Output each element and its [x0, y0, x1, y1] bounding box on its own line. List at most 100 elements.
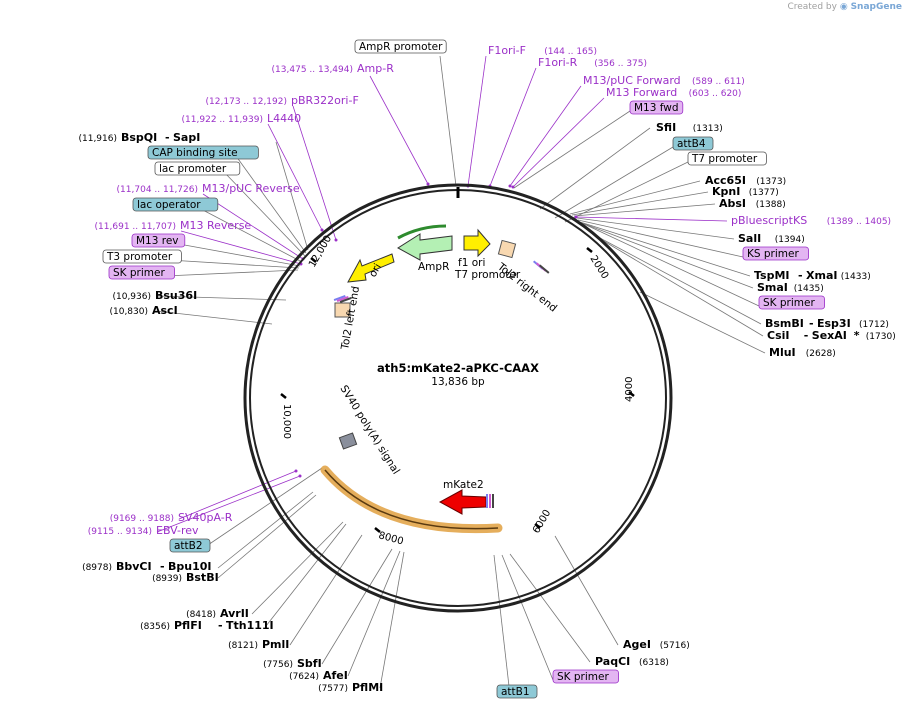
enzyme-name: SmaI	[757, 281, 788, 294]
enzyme-name: AvrII	[220, 607, 249, 620]
primer-name: M13/pUC Reverse	[202, 182, 300, 195]
primer-position: (356 .. 375)	[594, 59, 647, 69]
label-smai: SmaI (1435)	[757, 281, 824, 294]
label-lac-promoter: lac promoter	[154, 161, 241, 176]
enzyme-position: (8939)	[152, 574, 182, 584]
enzyme-name: Bsu36I	[155, 289, 197, 302]
primer-position: (144 .. 165)	[544, 47, 597, 57]
enzyme-separator: -	[165, 131, 170, 144]
leader-line	[379, 551, 405, 689]
label-m13-reverse: (11,691 .. 11,707)M13 Reverse	[95, 219, 252, 232]
label-l4440: (11,922 .. 11,939)L4440	[182, 112, 302, 125]
label-box	[742, 246, 809, 261]
primer-name: F1ori-F	[488, 44, 526, 57]
leader-line	[539, 127, 651, 210]
label-text: attB1	[501, 686, 530, 698]
f1-ori-arrow	[463, 228, 491, 258]
label-text: T3 promoter	[106, 251, 173, 263]
leader-line	[501, 554, 554, 681]
feature-label-ori: ori	[367, 262, 384, 280]
primer-name: SV40pA-R	[178, 511, 233, 524]
enzyme-position: (10,830)	[109, 307, 148, 317]
tick-mark	[310, 257, 317, 263]
tol2-left-box	[334, 302, 351, 318]
leader-line	[601, 239, 764, 337]
label-sk-primer-1: SK primer	[758, 295, 825, 310]
enzyme-name: PflMI	[352, 681, 383, 694]
primer-position: (12,173 .. 12,192)	[206, 97, 287, 107]
label-sfii: SfiI(1313)	[656, 121, 723, 134]
label-bbvci: (8978)BbvCI-Bpu10I	[82, 560, 211, 573]
enzyme-name: BbvCI	[116, 560, 152, 573]
leader-line	[265, 523, 347, 627]
label-text: T7 promoter	[691, 153, 758, 165]
leader-line	[509, 553, 591, 663]
enzyme-name: MluI	[769, 346, 796, 359]
label-pflfi: (8356)PflFI-Tth111I	[140, 619, 274, 632]
label-ebv-rev: (9115 .. 9134)EBV-rev	[88, 524, 199, 537]
label-csii: CsiI-SexAI*(1730)	[767, 329, 896, 342]
label-avrii: (8418)AvrII	[186, 607, 249, 620]
enzyme-position: (5716)	[660, 641, 690, 651]
enzyme-separator: -	[798, 269, 803, 282]
label-pbr322ori-f: (12,173 .. 12,192)pBR322ori-F	[206, 94, 359, 107]
mkate2-selection-core	[324, 469, 499, 530]
enzyme-name: PaqCI	[595, 655, 630, 668]
feature-label-t7: T7 promoter	[454, 269, 521, 281]
enzyme-name: AscI	[152, 304, 178, 317]
leader-line	[489, 67, 537, 187]
leader-line	[201, 467, 323, 550]
primer-site-bar	[486, 494, 488, 508]
leader-end-dot	[298, 474, 302, 478]
enzyme-position: (2628)	[806, 349, 836, 359]
label-box	[102, 249, 182, 264]
enzyme-name: AgeI	[623, 638, 651, 651]
label-text: attB4	[677, 138, 706, 150]
enzyme-position: (1435)	[794, 284, 824, 294]
label-ampr-promoter: AmpR promoter	[354, 39, 447, 54]
label-f1ori-f: F1ori-F (144 .. 165)	[488, 44, 597, 57]
label-bspqi: (11,916)BspQI-SapI	[78, 131, 200, 144]
label-absi: AbsI(1388)	[719, 197, 786, 210]
leader-line	[235, 155, 307, 254]
label-m13puc-rev: (11,704 .. 11,726)M13/pUC Reverse	[117, 182, 300, 195]
label-box	[629, 100, 684, 115]
label-sv40pa-r: (9169 .. 9188)SV40pA-R	[110, 511, 233, 524]
primer-name: M13 Reverse	[180, 219, 251, 232]
leader-line	[513, 110, 631, 189]
label-cap-site: CAP binding site	[147, 145, 259, 160]
feature-label-tol2l: Tol2 left end	[339, 285, 362, 351]
enzyme-name: Acc65I	[705, 174, 746, 187]
label-box	[169, 538, 211, 553]
primer-position: (13,475 .. 13,494)	[272, 65, 353, 75]
leader-line	[251, 521, 344, 615]
feature-labels: AmpR promoter(13,475 .. 13,494)Amp-RF1or…	[78, 39, 896, 699]
enzyme-position: (11,916)	[78, 134, 117, 144]
credit-brand: SnapGene	[850, 2, 902, 12]
leader-line	[581, 222, 754, 289]
primer-name: F1ori-R	[538, 56, 578, 69]
leader-line	[202, 193, 304, 260]
feature-label-ampr: AmpR	[418, 261, 449, 273]
enzyme-name: PflFI	[174, 619, 202, 632]
tick-label: 2000	[587, 254, 610, 281]
tick-mark	[586, 247, 593, 253]
leader-line	[157, 295, 287, 301]
enzyme-name: PmlI	[262, 638, 289, 651]
tick-label: 10,000	[281, 404, 292, 439]
snapgene-logo-icon: ◉	[839, 2, 848, 12]
enzyme-position: (8978)	[82, 563, 112, 573]
enzyme-position: (1394)	[775, 235, 805, 245]
enzyme-position: (1377)	[749, 188, 779, 198]
ampr-marker-arc	[397, 224, 447, 240]
feature-label-mkate: mKate2	[443, 479, 484, 491]
leader-line	[512, 97, 605, 188]
leader-line	[275, 141, 309, 251]
leader-line	[554, 146, 674, 219]
primer-name: pBluescriptKS	[731, 214, 807, 227]
feature-label-tol2r: Tol2 right end	[494, 260, 559, 314]
label-sk-primer-3: SK primer	[552, 669, 619, 684]
enzyme-position: (10,936)	[112, 292, 151, 302]
backbone-inner-ring	[249, 189, 667, 607]
primer-site-bar	[539, 264, 550, 274]
